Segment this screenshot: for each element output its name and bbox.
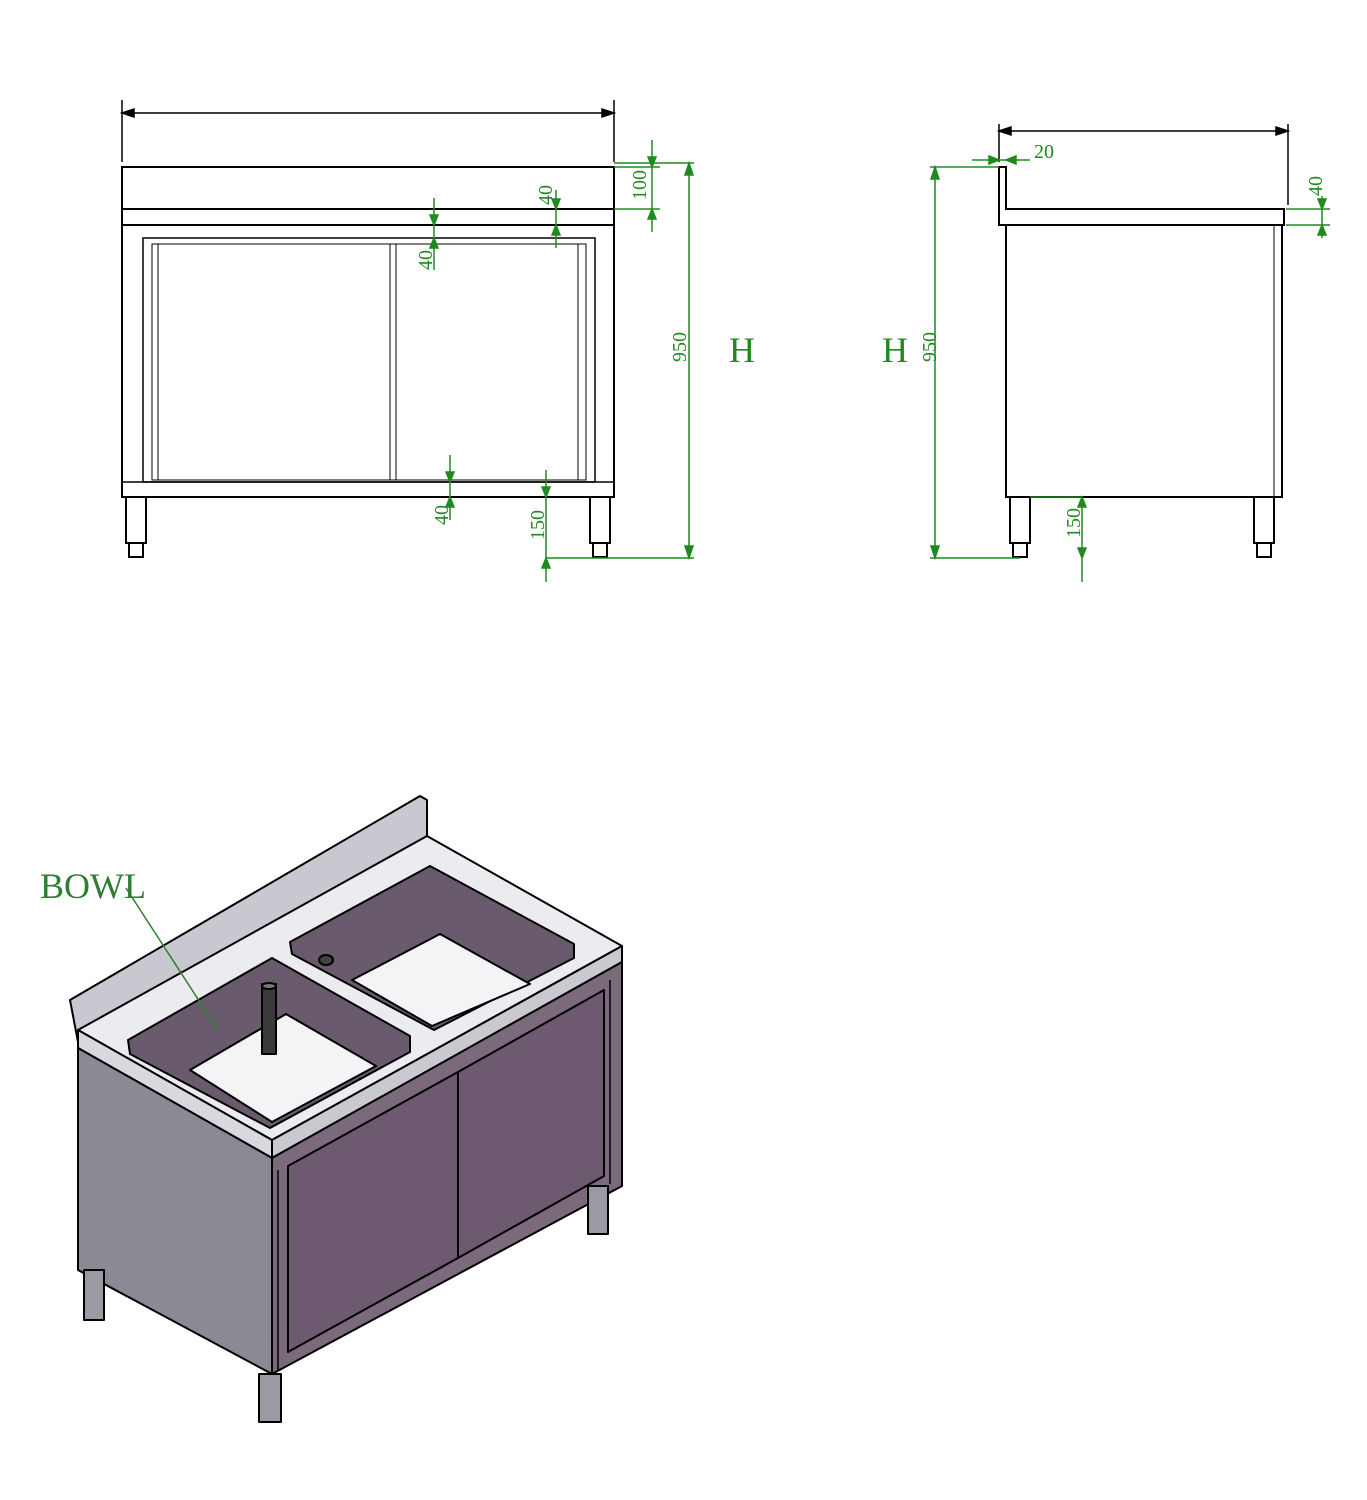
side-dim-150: 150 bbox=[1063, 508, 1085, 538]
side-dim-40: 40 bbox=[1305, 176, 1327, 196]
side-dimension-labels: 20 40 950 150 H bbox=[882, 141, 1327, 538]
iso-backsplash bbox=[69, 795, 428, 1043]
side-dim-20: 20 bbox=[1034, 141, 1054, 163]
front-right-leg bbox=[589, 496, 611, 544]
front-dim-100: 100 bbox=[629, 170, 651, 200]
front-dimension-labels: 100 40 40 40 150 950 H bbox=[415, 170, 755, 540]
side-right-leg bbox=[1253, 496, 1275, 544]
side-worktop bbox=[998, 166, 1285, 226]
side-depth-dimension bbox=[996, 124, 1291, 205]
front-dimensions bbox=[428, 140, 695, 582]
side-view bbox=[998, 166, 1285, 558]
front-dim-150: 150 bbox=[527, 510, 549, 540]
front-dim-inner-top: 40 bbox=[415, 250, 437, 270]
front-height-label: H bbox=[729, 330, 755, 370]
side-body bbox=[1005, 224, 1283, 498]
front-top-rail bbox=[121, 208, 615, 226]
front-dim-950: 950 bbox=[669, 332, 691, 362]
front-dim-rail-top: 40 bbox=[535, 185, 557, 205]
side-height-label: H bbox=[882, 330, 908, 370]
front-body-frame bbox=[121, 224, 615, 498]
side-left-leg bbox=[1009, 496, 1031, 544]
front-right-door bbox=[389, 243, 587, 481]
front-left-leg bbox=[125, 496, 147, 544]
iso-view bbox=[69, 795, 623, 1423]
iso-leg-left bbox=[83, 1269, 105, 1321]
bowl-callout: BOWL bbox=[40, 866, 219, 1031]
iso-leg-right bbox=[587, 1185, 609, 1235]
front-left-door bbox=[157, 243, 391, 481]
iso-leg-front bbox=[258, 1373, 282, 1423]
side-dimensions bbox=[929, 154, 1330, 582]
iso-right-door bbox=[457, 989, 605, 1259]
front-width-dimension bbox=[119, 100, 617, 162]
front-dim-rail-bottom: 40 bbox=[431, 505, 453, 525]
front-view bbox=[121, 166, 615, 558]
bowl-label: BOWL bbox=[40, 866, 146, 906]
side-dim-950: 950 bbox=[919, 332, 941, 362]
